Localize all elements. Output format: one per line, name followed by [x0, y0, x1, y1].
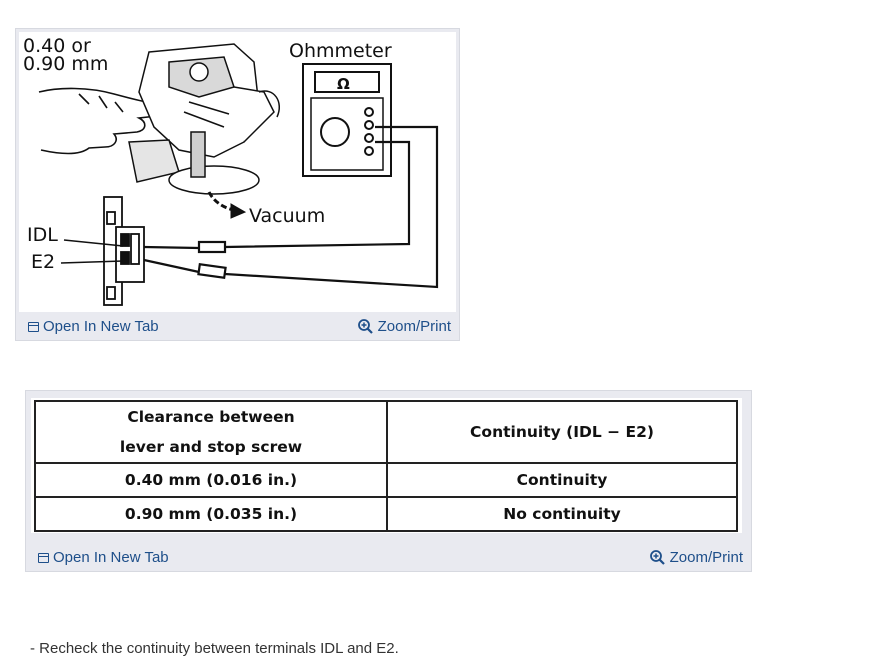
carburetor-illustration: [128, 43, 280, 195]
table-row: 0.90 mm (0.035 in.) No continuity: [34, 496, 738, 532]
table-row: 0.40 mm (0.016 in.) Continuity: [34, 462, 738, 498]
spec-table-card: Clearance between lever and stop screw C…: [25, 390, 752, 572]
diagram-card: 0.40 or 0.90 mm: [15, 28, 460, 341]
table-zoom-print-link[interactable]: Zoom/Print: [649, 549, 743, 566]
magnifier-icon: [357, 319, 373, 334]
row-clearance-cell: 0.40 mm (0.016 in.): [34, 462, 388, 498]
throttle-sensor-diagram: 0.40 or 0.90 mm: [19, 32, 456, 312]
table-header-row: Clearance between lever and stop screw C…: [34, 400, 738, 464]
hand-illustration: [38, 87, 164, 155]
new-tab-icon: [38, 552, 49, 563]
diagram-svg: 0.40 or 0.90 mm: [23, 35, 439, 306]
row-clearance-cell: 0.90 mm (0.035 in.): [34, 496, 388, 532]
figure-card-toolbar: Open In New Tab Zoom/Print: [16, 314, 459, 340]
figure-open-new-tab-link[interactable]: Open In New Tab: [28, 318, 159, 335]
figure-zoom-print-link[interactable]: Zoom/Print: [357, 318, 451, 335]
e2-label: E2: [31, 251, 55, 273]
table-card-toolbar: Open In New Tab Zoom/Print: [26, 545, 751, 571]
continuity-spec-table: Clearance between lever and stop screw C…: [34, 400, 738, 532]
ohmmeter-illustration: [302, 63, 392, 177]
clearance-label-2: 0.90 mm: [23, 53, 108, 75]
new-tab-icon: [28, 321, 39, 332]
zoom-print-label: Zoom/Print: [669, 549, 743, 566]
idl-leader-line: [63, 239, 124, 247]
ohm-symbol: Ω: [337, 75, 350, 93]
row-continuity-cell: No continuity: [386, 496, 738, 532]
idl-label: IDL: [27, 224, 58, 246]
throttle-position-sensor: [103, 196, 145, 306]
vacuum-arrow: [207, 191, 247, 219]
open-new-tab-label: Open In New Tab: [53, 549, 169, 566]
spec-table-image: Clearance between lever and stop screw C…: [31, 398, 742, 533]
ohmmeter-label: Ohmmeter: [289, 40, 392, 62]
clearance-label-1: 0.40 or: [23, 35, 91, 57]
procedure-note: - Recheck the continuity between termina…: [30, 640, 399, 657]
row-continuity-cell: Continuity: [386, 462, 738, 498]
header-clearance: Clearance between lever and stop screw: [34, 400, 388, 464]
zoom-print-label: Zoom/Print: [377, 318, 451, 335]
test-leads: [143, 125, 439, 289]
table-open-new-tab-link[interactable]: Open In New Tab: [38, 549, 169, 566]
open-new-tab-label: Open In New Tab: [43, 318, 159, 335]
vacuum-label: Vacuum: [249, 205, 325, 227]
header-continuity: Continuity (IDL − E2): [386, 400, 738, 464]
e2-leader-line: [60, 260, 124, 264]
magnifier-icon: [649, 550, 665, 565]
